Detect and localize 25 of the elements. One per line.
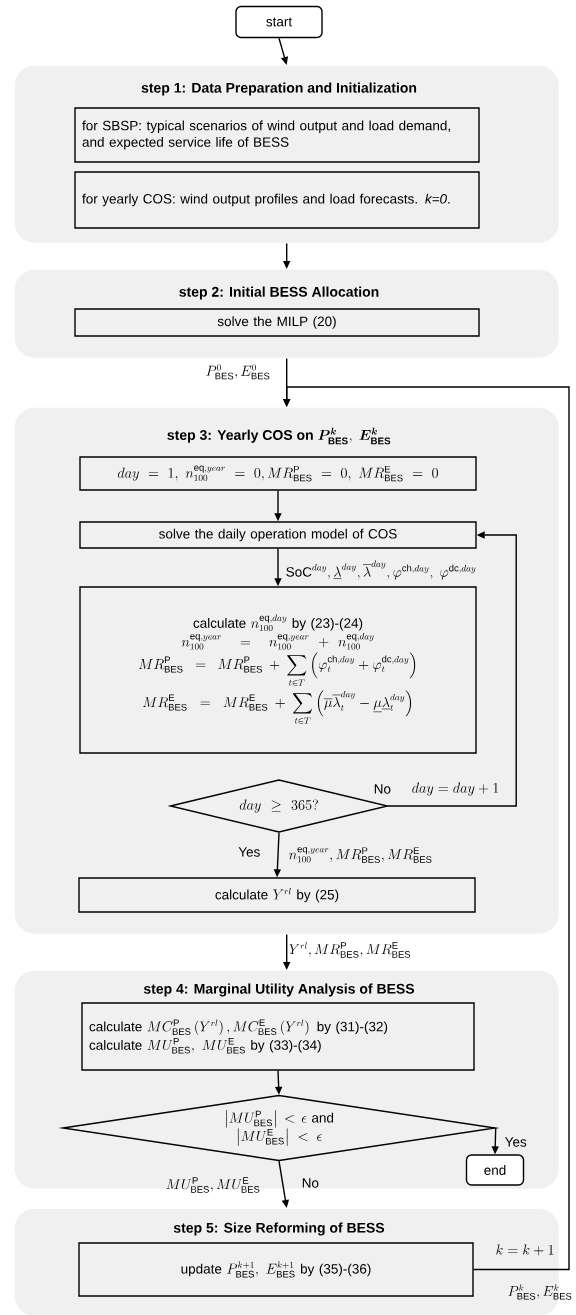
process-box: $\text{update } P^{k+1}_{\mathrm{BES}},\ E^{k+1}_{\mathrm{BES}} \text{ by (35)-(36)}$: [78, 1242, 474, 1297]
start-terminal: start: [235, 5, 323, 39]
arrow: [278, 37, 289, 65]
edge-label: $\mathrm{SoC}^{day},\underline{\lambda}^{day},\overline{\lambda}^{day},\varphi^{\mathrm{ch},day},\ \varphi^{\mathrm{dc},day}$: [286, 560, 476, 580]
edge-label: No: [302, 1178, 319, 1188]
arrow: [283, 386, 570, 1271]
edge-label: $P^{0}_{\mathrm{BES}}, E^{0}_{\mathrm{BES}}$: [206, 364, 270, 380]
process-box: for yearly COS: wind output profiles and load forecasts. k=0.: [74, 171, 480, 229]
edge-label: $Y^{rl}, MR^{\mathrm{P}}_{\mathrm{BES}}, MR^{\mathrm{E}}_{\mathrm{BES}}$: [289, 942, 411, 958]
process-box: $day=1,\ n^{\mathrm{eq},year}_{100}=0, MR^{\mathrm{P}}_{\mathrm{BES}}=0,\ MR^{\mathrm{E}}_{\mathrm{BES}}=0$: [79, 456, 477, 491]
process-box: $\text{calculate } MC^{\mathrm{P}}_{\mathrm{BES}}\left(Y^{rl}\right), MC^{\mathrm{E}}_{\mathrm{BES}}\left(Y^{rl}\right) \text{ by (31)-(32)}$ $\text{calculate } MU^{\mathrm{P}}_{\mathrm{BES}},\ MU^{\mathrm{E}}_{\mathrm{BES}} \text{ by (33)-(34)}$: [81, 1002, 475, 1071]
edge-label: $k=k+1$: [496, 1244, 554, 1256]
process-box: for SBSP: typical scenarios of wind output and load demand, and expected service life of BESS: [74, 107, 480, 163]
edge-label: Yes: [505, 1137, 527, 1147]
end-terminal: end: [465, 1154, 525, 1186]
annotation-label: $n^{\mathrm{eq},year}_{100}, MR^{\mathrm{P}}_{\mathrm{BES}}, MR^{\mathrm{E}}_{\mathrm{BES}}$: [289, 847, 432, 863]
process-box: $\text{calculate } n^{\mathrm{eq},day}_{100} \text{ by (23)-(24)}$ $n^{\mathrm{eq},year}_{100}=n^{\mathrm{eq},year}_{100}+n^{\mathrm{eq},day}_{100}$ $MR^{\mathrm{P}}_{\mathrm{BES}}=MR^{\mathrm{P}}_{\mathrm{BES}}+\sum_{t\in T}\left(\varphi^{\mathrm{ch},day}_{t}+\varphi^{\mathrm{dc},day}_{t}\right)$ $MR^{\mathrm{E}}_{\mathrm{BES}}=MR^{\mathrm{E}}_{\mathrm{BES}}+\sum_{t\in T}\left(\overline{\mu}\overline{\lambda}^{day}_{t}-\underline{\mu}\underline{\lambda}^{day}_{t}\right)$: [79, 586, 477, 754]
annotation-label: $P^{k}_{\mathrm{BES}}, E^{k}_{\mathrm{BES}}$: [508, 1284, 572, 1300]
annotation-label: $day=day+1$: [412, 782, 499, 796]
process-box: $\text{calculate } Y^{rl} \text{ by (25)}$: [78, 877, 476, 913]
edge-label: Yes: [238, 847, 260, 857]
arrow: [387, 531, 517, 807]
process-box: solve the daily operation model of COS: [79, 521, 477, 549]
process-box: solve the MILP (20): [74, 308, 480, 337]
edge-label: No: [374, 784, 391, 794]
